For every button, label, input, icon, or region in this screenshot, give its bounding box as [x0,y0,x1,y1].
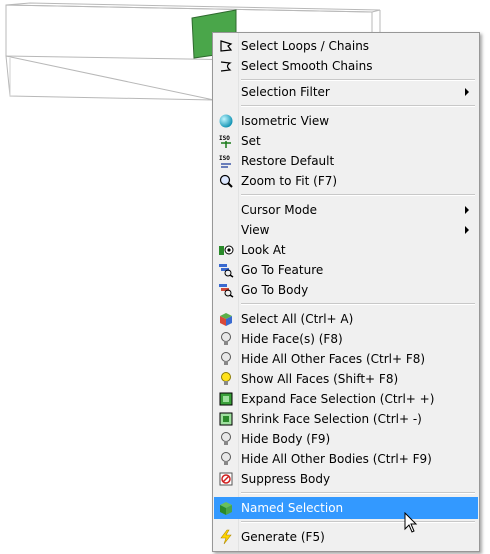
menu-item-label: Zoom to Fit (F7) [241,174,338,188]
menu-item-expand-face-selection[interactable]: Expand Face Selection (Ctrl+ +) [215,389,477,409]
menu-item-go-to-body[interactable]: Go To Body [215,280,477,300]
menu-item-zoom-to-fit[interactable]: Zoom to Fit (F7) [215,171,477,191]
menu-item-hide-faces[interactable]: Hide Face(s) (F8) [215,329,477,349]
isometric-sphere-icon [218,113,234,129]
menu-item-label: Set [241,134,261,148]
menu-item-label: Shrink Face Selection (Ctrl+ -) [241,412,422,426]
menu-item-generate[interactable]: Generate (F5) [215,527,477,547]
menu-item-look-at[interactable]: Look At [215,240,477,260]
named-selection-icon [218,500,234,516]
menu-item-select-all[interactable]: Select All (Ctrl+ A) [215,309,477,329]
menu-item-select-smooth-chains[interactable]: Select Smooth Chains [215,56,477,76]
menu-separator [241,194,475,196]
menu-item-named-selection[interactable]: Named Selection [214,497,478,519]
menu-item-label: Expand Face Selection (Ctrl+ +) [241,392,435,406]
menu-item-label: Isometric View [241,114,330,128]
menu-item-show-all-faces[interactable]: Show All Faces (Shift+ F8) [215,369,477,389]
iso-set-icon: ISO [218,133,234,149]
menu-item-hide-body[interactable]: Hide Body (F9) [215,429,477,449]
menu-item-restore-default[interactable]: ISO Restore Default [215,151,477,171]
mouse-pointer-icon [404,512,418,533]
menu-separator [241,303,475,305]
menu-item-select-loops-chains[interactable]: Select Loops / Chains [215,36,477,56]
expand-selection-icon [218,391,234,407]
menu-item-label: Suppress Body [241,472,331,486]
menu-item-cursor-mode[interactable]: Cursor Mode [215,200,477,220]
submenu-arrow-icon [465,88,469,96]
menu-item-label: Select Loops / Chains [241,39,370,53]
menu-item-set[interactable]: ISO Set [215,131,477,151]
select-all-cube-icon [218,311,234,327]
submenu-arrow-icon [465,206,469,214]
svg-text:ISO: ISO [219,135,230,142]
menu-item-label: Go To Feature [241,263,324,277]
lightbulb-on-icon [218,371,234,387]
menu-separator [241,492,475,494]
menu-item-label: Show All Faces (Shift+ F8) [241,372,399,386]
menu-item-label: Select All (Ctrl+ A) [241,312,354,326]
menu-item-isometric-view[interactable]: Isometric View [215,111,477,131]
menu-item-label: Cursor Mode [241,203,317,217]
submenu-arrow-icon [465,226,469,234]
menu-item-label: Look At [241,243,286,257]
menu-item-go-to-feature[interactable]: Go To Feature [215,260,477,280]
menu-item-label: Restore Default [241,154,335,168]
go-to-feature-icon [218,262,234,278]
menu-item-view[interactable]: View [215,220,477,240]
menu-item-label: Hide Face(s) (F8) [241,332,343,346]
lightbulb-off-icon [218,451,234,467]
menu-item-suppress-body[interactable]: Suppress Body [215,469,477,489]
look-at-icon [218,242,234,258]
menu-item-shrink-face-selection[interactable]: Shrink Face Selection (Ctrl+ -) [215,409,477,429]
menu-item-selection-filter[interactable]: Selection Filter [215,82,477,102]
lightbulb-off-icon [218,331,234,347]
shrink-selection-icon [218,411,234,427]
menu-separator [241,79,475,81]
menu-item-label: Selection Filter [241,85,330,99]
lightbulb-off-icon [218,431,234,447]
menu-item-label: Go To Body [241,283,309,297]
zoom-fit-icon [218,173,234,189]
lightbulb-off-icon [218,351,234,367]
menu-item-label: View [241,223,270,237]
menu-item-label: Hide Body (F9) [241,432,331,446]
go-to-body-icon [218,282,234,298]
menu-item-label: Hide All Other Bodies (Ctrl+ F9) [241,452,432,466]
menu-item-label: Hide All Other Faces (Ctrl+ F8) [241,352,426,366]
menu-separator [241,521,475,523]
context-menu: Select Loops / Chains Select Smooth Chai… [212,32,480,552]
menu-separator [241,105,475,107]
menu-item-hide-all-other-bodies[interactable]: Hide All Other Bodies (Ctrl+ F9) [215,449,477,469]
lightning-icon [218,529,234,545]
menu-item-hide-all-other-faces[interactable]: Hide All Other Faces (Ctrl+ F8) [215,349,477,369]
suppress-body-icon [218,471,234,487]
menu-item-label: Select Smooth Chains [241,59,373,73]
menu-item-label: Named Selection [241,501,344,515]
iso-restore-icon: ISO [218,153,234,169]
loop-chain-icon [218,38,234,54]
svg-text:ISO: ISO [219,155,230,162]
smooth-chain-icon [218,58,234,74]
menu-item-label: Generate (F5) [241,530,325,544]
